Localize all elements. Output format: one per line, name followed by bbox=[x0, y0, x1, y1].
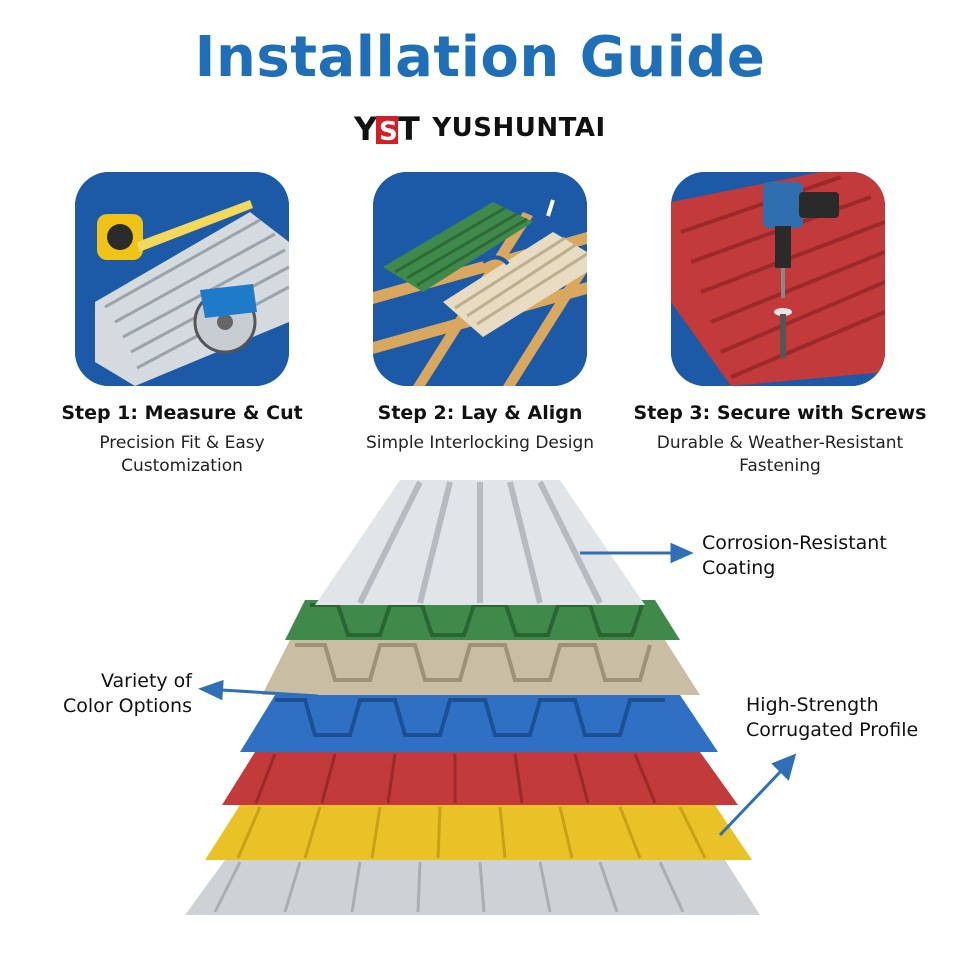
measure-cut-icon bbox=[75, 172, 289, 386]
step-2-tile bbox=[373, 172, 587, 386]
yst-logo-icon: Y S T bbox=[354, 110, 420, 146]
arrow-color-options bbox=[198, 679, 319, 701]
sheet-grey-bottom bbox=[185, 860, 760, 915]
arrow-profile bbox=[718, 753, 797, 837]
callout-coating: Corrosion-Resistant Coating bbox=[702, 532, 887, 579]
brand: Y S T YUSHUNTAI bbox=[0, 108, 960, 148]
svg-text:Y: Y bbox=[354, 110, 378, 146]
sheet-red bbox=[222, 752, 738, 805]
step-3-title: Step 3: Secure with Screws bbox=[633, 402, 927, 424]
callout-profile: High-Strength Corrugated Profile bbox=[746, 694, 919, 741]
step-3-description: Durable & Weather-Resistant Fastening bbox=[656, 433, 904, 476]
lay-align-icon bbox=[373, 172, 587, 386]
step-1-tile bbox=[75, 172, 289, 386]
secure-screws-icon bbox=[671, 172, 885, 386]
svg-text:T: T bbox=[398, 110, 420, 146]
step-1-description: Precision Fit & Easy Customization bbox=[99, 433, 265, 476]
brand-name: YUSHUNTAI bbox=[432, 113, 606, 143]
page-title: Installation Guide bbox=[194, 25, 766, 90]
arrow-coating bbox=[580, 542, 694, 564]
step-3-tile bbox=[671, 172, 885, 386]
sheet-silver-ridges bbox=[357, 480, 603, 605]
step-1-title: Step 1: Measure & Cut bbox=[61, 402, 303, 424]
step-2-title: Step 2: Lay & Align bbox=[377, 402, 583, 424]
callout-color-options: Variety of Color Options bbox=[63, 670, 192, 717]
sheet-yellow bbox=[205, 805, 752, 860]
sheet-blue bbox=[240, 695, 718, 752]
step-2-description: Simple Interlocking Design bbox=[365, 433, 595, 453]
sheet-grey-ridges bbox=[213, 861, 685, 913]
svg-text:S: S bbox=[379, 117, 398, 146]
